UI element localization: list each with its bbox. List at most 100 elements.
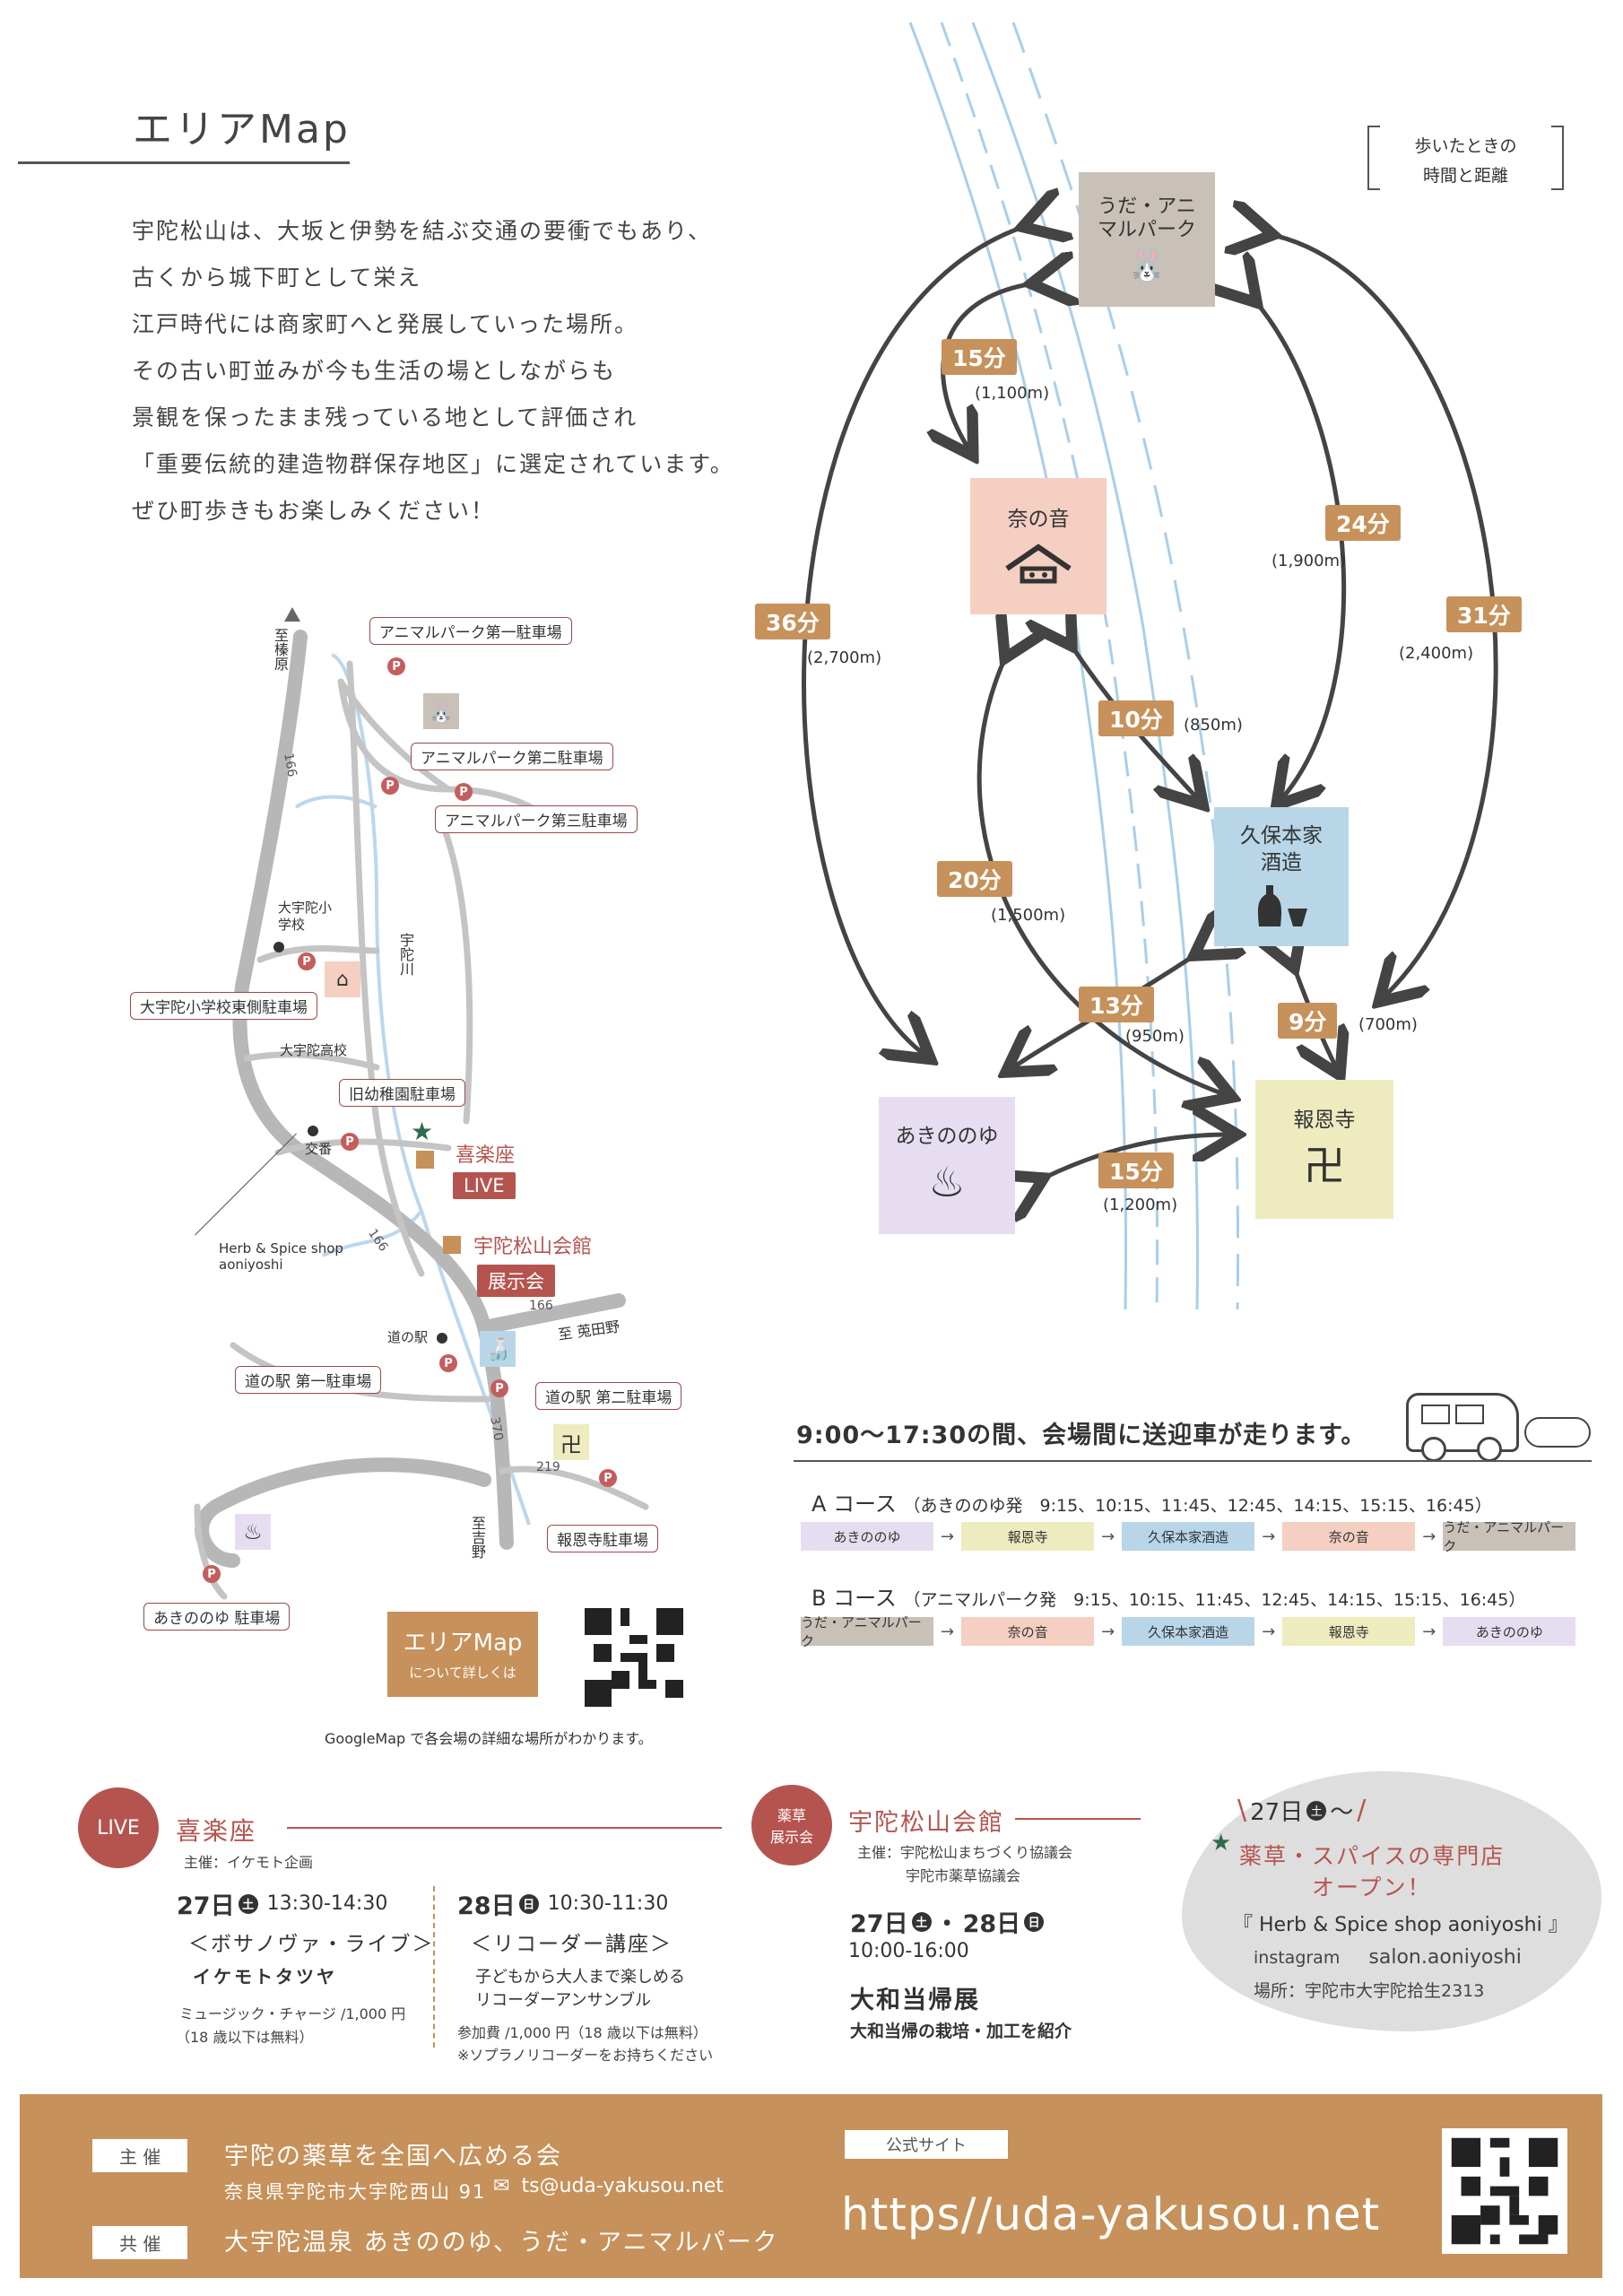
live-organizer: 主催：イケモト企画 <box>184 1854 314 1871</box>
google-map-note: GoogleMap で各会場の詳細な場所がわかります。 <box>325 1730 653 1747</box>
node-animal-park: うだ・アニマルパーク 🐰 <box>1079 172 1215 307</box>
elementary-school-label: 大宇陀小学校 <box>278 900 333 933</box>
site-qr-code[interactable] <box>1442 2128 1567 2254</box>
river-label: 宇陀川 <box>397 933 414 976</box>
expo-desc: 大和当帰の栽培・加工を紹介 <box>850 2022 1072 2041</box>
expo-organizer2: 宇陀市薬草協議会 <box>906 1867 1021 1884</box>
road-number: 219 <box>536 1460 560 1474</box>
day-of-week-badge: 日 <box>518 1893 539 1914</box>
time-naoto-kubo: 10分 <box>1098 700 1174 736</box>
live-day2-time: 10:30-11:30 <box>547 1892 669 1915</box>
course-b-name: B コース <box>812 1586 897 1611</box>
dist-animal-akino: (2,700m) <box>807 648 882 667</box>
qr-badge-subtitle: について詳しくは <box>409 1665 516 1681</box>
course-stop: 久保本家酒造 <box>1122 1522 1255 1551</box>
time-kubo-akino: 13分 <box>1079 987 1154 1022</box>
live-venue: 喜楽座 <box>176 1816 257 1846</box>
shuttle-van-icon <box>1406 1393 1519 1462</box>
time-animal-hoon: 31分 <box>1446 596 1522 632</box>
parking-pin: P <box>439 1354 457 1372</box>
area-map-qr-code[interactable] <box>585 1608 683 1707</box>
sake-icon <box>1257 885 1307 926</box>
dist-animal-kubo: (1,900m) <box>1271 552 1347 570</box>
live-badge: LIVE <box>78 1787 159 1868</box>
title-underline <box>18 161 350 164</box>
to-yoshino-label: 至吉野 <box>469 1516 486 1559</box>
rabbit-icon: 🐰 <box>1126 247 1167 283</box>
shop-date-day: 27日 <box>1250 1799 1304 1826</box>
live-day1-day: 27日 <box>177 1892 235 1920</box>
roof-icon <box>1005 544 1072 584</box>
parking-pin: P <box>341 1133 359 1151</box>
map-temple-icon: 卍 <box>553 1424 589 1460</box>
shop-date: \ 27日 土 ～ / <box>1237 1795 1367 1826</box>
expo-badge-line2: 展示会 <box>769 1829 813 1846</box>
parking-pin: P <box>387 657 405 675</box>
live-day2-day: 28日 <box>457 1892 516 1920</box>
live-divider <box>433 1886 435 2048</box>
host-address: 奈良県宇陀市大宇陀西山 91 <box>224 2181 487 2203</box>
dist-animal-hoon: (2,400m) <box>1399 644 1474 663</box>
site-url[interactable]: https//uda-yakusou.net <box>841 2188 1381 2240</box>
parking-animal-3: アニマルパーク第三駐車場 <box>435 805 638 833</box>
parking-pin: P <box>455 783 473 801</box>
parking-hoon: 報恩寺駐車場 <box>547 1525 658 1552</box>
cohost-label: 共 催 <box>92 2226 188 2259</box>
expo-date1: 27日 <box>850 1910 908 1938</box>
node-hoon: 報恩寺 卍 <box>1255 1080 1393 1219</box>
course-stop: あきののゆ <box>1443 1617 1576 1646</box>
herb-shop-star-icon: ★ <box>411 1117 434 1146</box>
shop-line1: 薬草・スパイスの専門店 <box>1239 1843 1506 1869</box>
intro-line: 「重要伝統的建造物群保存地区」に選定されています。 <box>132 451 734 477</box>
expo-badge-line1: 薬草 <box>777 1807 806 1824</box>
site-label: 公式サイト <box>845 2130 1008 2159</box>
school-dot <box>273 942 284 952</box>
node-kubo-label2: 酒造 <box>1261 851 1302 874</box>
live-day2-fee: 参加費 /1,000 円（18 歳以下は無料） <box>457 2024 707 2041</box>
parking-animal-2: アニマルパーク第二駐車場 <box>411 743 613 770</box>
walk-note-line1: 歩いたときの <box>1414 136 1517 156</box>
course-arrow: → <box>1101 1622 1115 1641</box>
day-of-week-badge: 土 <box>238 1893 258 1914</box>
expo-date-sep: ・ <box>934 1910 959 1938</box>
mail-icon: ✉ <box>493 2175 510 2197</box>
arrow-akino-hoon <box>1036 1135 1228 1182</box>
day-of-week-badge: 土 <box>911 1911 932 1932</box>
live-day1-title: ＜ボサノヴァ・ライブ＞ <box>188 1933 435 1956</box>
host-label: 主 催 <box>92 2139 188 2172</box>
course-stop: 奈の音 <box>1282 1522 1416 1551</box>
course-b-times: （アニマルパーク発 9:15、10:15、11:45、12:45、14:15、1… <box>903 1590 1526 1610</box>
michi-dot <box>437 1333 447 1344</box>
parking-pin: P <box>599 1469 617 1487</box>
parking-akino: あきののゆ 駐車場 <box>143 1603 291 1631</box>
dist-animal-naoto: (1,100m) <box>975 384 1050 403</box>
live-day2-desc1: 子どもから大人まで楽しめる <box>475 1968 685 1987</box>
shop-instagram-handle: salon.aoniyoshi <box>1368 1946 1522 1969</box>
time-kubo-hoon: 9分 <box>1278 1003 1338 1039</box>
parking-pin: P <box>490 1379 508 1397</box>
course-arrow: → <box>1422 1622 1436 1641</box>
area-map-qr-badge[interactable]: エリアMap について詳しくは <box>387 1612 538 1697</box>
hot-spring-icon: ♨ <box>928 1157 966 1206</box>
kirakuza-label: 喜楽座 <box>456 1144 516 1167</box>
node-kubo: 久保本家 酒造 <box>1214 807 1349 946</box>
intro-line: 江戸時代には商家町へと発展していった場所。 <box>132 311 639 337</box>
expo-tag: 展示会 <box>477 1265 555 1297</box>
course-stop: 報恩寺 <box>1282 1617 1416 1646</box>
parking-animal-1: アニマルパーク第一駐車場 <box>369 617 572 645</box>
intro-text: 宇陀松山は、大坂と伊勢を結ぶ交通の要衝でもあり、 古くから城下町として栄え 江戸… <box>132 208 759 535</box>
node-akino: あきののゆ ♨ <box>879 1097 1015 1234</box>
course-arrow: → <box>941 1526 955 1546</box>
parking-pin: P <box>203 1565 221 1583</box>
host-email[interactable]: ✉ ts@uda-yakusou.net <box>493 2175 724 2197</box>
course-arrow: → <box>1101 1526 1115 1546</box>
expo-title: 大和当帰展 <box>850 1987 980 2014</box>
arrow-animal-hoon <box>1264 233 1498 996</box>
expo-badge: 薬草 展示会 <box>751 1785 832 1866</box>
herb-shop-label: Herb & Spice shop aoniyoshi <box>219 1240 343 1273</box>
course-stop: あきののゆ <box>801 1522 933 1551</box>
shop-line2: オープン！ <box>1312 1874 1432 1900</box>
map-rabbit-icon: 🐰 <box>423 693 459 729</box>
course-b-label: B コース （アニマルパーク発 9:15、10:15、11:45、12:45、1… <box>812 1580 1525 1612</box>
koban-label: 交番 <box>305 1141 333 1157</box>
